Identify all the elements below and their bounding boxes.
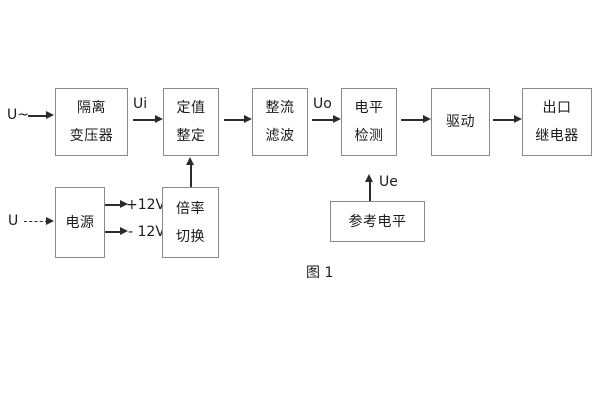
block-reference-level[interactable]: 参考电平 — [330, 201, 425, 242]
block-output-relay-line1: 出口 — [542, 100, 572, 116]
block-setting-value-line2: 整定 — [176, 128, 206, 144]
block-reference-level-line1: 参考电平 — [348, 213, 407, 230]
block-output-relay[interactable]: 出口 继电器 — [522, 88, 592, 156]
arrow-drive-to-output — [493, 115, 522, 124]
block-setting-value[interactable]: 定值 整定 — [163, 88, 219, 156]
signal-ui-label: Ui — [133, 96, 148, 112]
block-power-supply-line1: 电源 — [65, 214, 95, 231]
block-isolation-transformer[interactable]: 隔离 变压器 — [55, 88, 128, 156]
arrow-multiplier-to-setting — [186, 157, 195, 187]
input-ac-label: U~ — [7, 107, 29, 123]
block-isolation-transformer-line1: 隔离 — [77, 100, 106, 116]
block-multiplier-switch-line2: 切换 — [176, 228, 205, 245]
block-isolation-transformer-line2: 变压器 — [69, 128, 114, 144]
arrow-input-dc-to-power — [24, 217, 55, 226]
arrow-input-to-isolation — [28, 111, 54, 120]
block-rectify-filter-line1: 整流 — [265, 100, 295, 116]
block-multiplier-switch-line1: 倍率 — [176, 200, 205, 217]
arrow-power-to-rail-neg — [105, 227, 128, 236]
block-power-supply[interactable]: 电源 — [55, 187, 105, 258]
arrow-level-to-drive — [401, 115, 431, 124]
block-level-detection-line1: 电平 — [354, 100, 384, 116]
signal-ue-label: Ue — [379, 174, 398, 190]
block-multiplier-switch[interactable]: 倍率 切换 — [162, 187, 219, 258]
block-setting-value-line1: 定值 — [176, 100, 206, 116]
block-level-detection-line2: 检测 — [354, 128, 384, 144]
arrow-power-to-rail-pos — [105, 200, 128, 209]
block-level-detection[interactable]: 电平 检测 — [341, 88, 397, 156]
block-drive-line1: 驱动 — [446, 114, 475, 130]
arrow-isolation-to-setting — [133, 115, 163, 124]
block-drive[interactable]: 驱动 — [431, 88, 490, 156]
arrow-setting-to-rectify — [224, 115, 252, 124]
arrow-rectify-to-level — [312, 115, 341, 124]
block-rectify-filter-line2: 滤波 — [265, 128, 295, 144]
input-dc-label: U — [8, 213, 19, 229]
signal-uo-label: Uo — [313, 96, 332, 112]
arrow-reference-to-level — [365, 174, 374, 201]
rail-negative-label: - 12V — [128, 224, 165, 240]
rail-positive-label: +12V — [126, 197, 166, 213]
block-output-relay-line2: 继电器 — [535, 128, 579, 144]
block-rectify-filter[interactable]: 整流 滤波 — [252, 88, 308, 156]
figure-caption: 图 1 — [306, 265, 334, 281]
